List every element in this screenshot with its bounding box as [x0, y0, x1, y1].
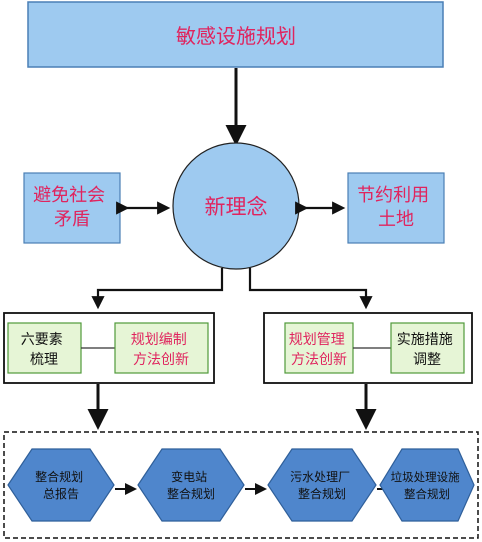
hexagon-2: 变电站 整合规划: [137, 448, 245, 522]
hexagon-2-line-1: 变电站: [171, 469, 207, 484]
arrow-center-to-right-group: [248, 268, 373, 310]
right-box-text: 节约利用 土地: [357, 185, 435, 230]
right-group-a-text: 规划管理 方法创新: [289, 332, 349, 368]
hexagon-2-text: 变电站 整合规划: [167, 469, 215, 501]
center-text: 新理念: [205, 195, 268, 219]
hexagon-3-line-2: 整合规划: [298, 486, 346, 501]
hexagon-3: 污水处理厂 整合规划: [267, 448, 377, 522]
left-group-b-text: 规划编制 方法创新: [131, 332, 191, 368]
left-group-a-text: 六要素 梳理: [21, 332, 67, 368]
hexagon-4-text: 垃圾处理设施 整合规划: [391, 470, 464, 501]
left-group-a-line-1: 六要素: [21, 332, 63, 348]
hexagon-1: 整合规划 总报告: [7, 448, 115, 522]
right-group-a-line-2: 方法创新: [291, 352, 347, 368]
hexagon-4: 垃圾处理设施 整合规划: [379, 448, 475, 522]
right-group-b-text: 实施措施 调整: [397, 332, 457, 368]
dashed-container: [3, 431, 479, 539]
hexagon-1-text: 整合规划 总报告: [35, 469, 87, 501]
title-text: 敏感设施规划: [176, 24, 296, 48]
arrow-center-to-left-group: [91, 268, 224, 310]
left-box-text: 避免社会 矛盾: [33, 185, 111, 230]
right-box-line-1: 节约利用: [357, 185, 429, 206]
hexagon-1-line-2: 总报告: [43, 486, 79, 501]
left-group: 六要素 梳理 规划编制 方法创新: [3, 312, 215, 384]
right-group-b-line-1: 实施措施: [397, 332, 453, 348]
left-box: 避免社会 矛盾: [23, 172, 121, 244]
left-box-line-2: 矛盾: [54, 209, 90, 230]
hexagon-4-line-1: 垃圾处理设施: [391, 470, 460, 484]
hexagon-3-text: 污水处理厂 整合规划: [290, 470, 354, 501]
left-group-b-line-2: 方法创新: [133, 352, 189, 368]
right-group-b-line-2: 调整: [413, 352, 441, 368]
hexagon-2-line-2: 整合规划: [167, 486, 215, 501]
left-box-line-1: 避免社会: [33, 185, 105, 206]
right-box: 节约利用 土地: [347, 172, 445, 244]
right-group-a-line-1: 规划管理: [289, 332, 345, 348]
left-group-a-line-2: 梳理: [30, 352, 58, 368]
hexagon-4-line-2: 整合规划: [404, 487, 450, 501]
center-node: 新理念: [172, 142, 300, 270]
left-group-b-line-1: 规划编制: [131, 332, 187, 348]
right-group: 规划管理 方法创新 实施措施 调整: [263, 312, 473, 384]
right-box-line-2: 土地: [378, 209, 414, 230]
hexagon-1-line-1: 整合规划: [35, 469, 83, 484]
title-box: 敏感设施规划: [27, 1, 444, 68]
hexagon-3-line-1: 污水处理厂: [290, 470, 350, 484]
